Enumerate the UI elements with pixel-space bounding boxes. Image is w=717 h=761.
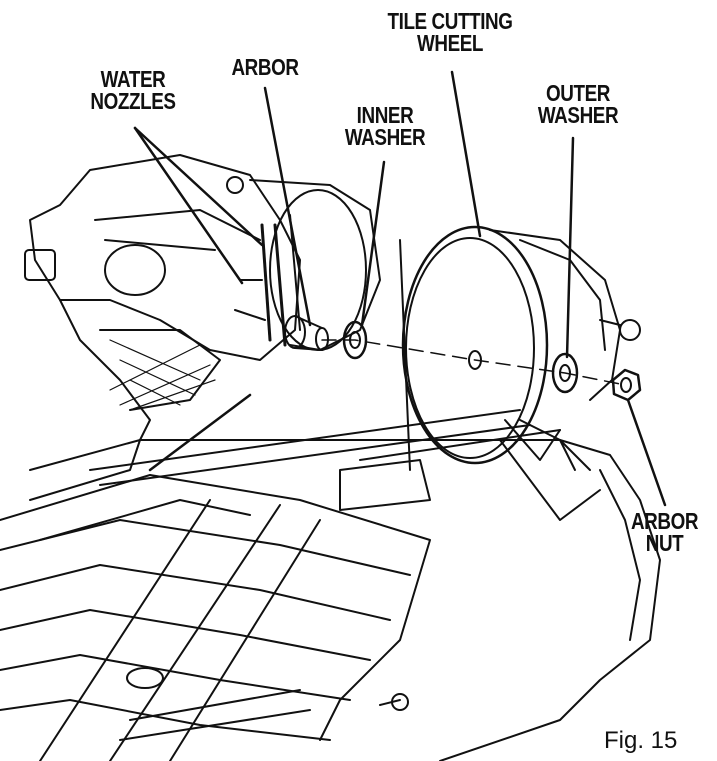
tile-cutting-wheel-part: [399, 225, 549, 471]
arbor-nut-part: [611, 368, 642, 402]
label-tile-cutting-wheel: TILE CUTTING WHEEL: [387, 8, 513, 56]
slide-rails: [89, 393, 591, 486]
label-water-nozzles: WATER NOZZLES: [90, 66, 176, 114]
leader-lines: [133, 70, 667, 507]
outer-washer-part: [551, 352, 579, 394]
leader-inner-washer: [360, 160, 386, 327]
leader-water-nozzles-2: [133, 126, 244, 285]
label-inner-washer: INNER WASHER: [344, 102, 426, 150]
leader-arbor: [263, 86, 312, 327]
figure-caption: Fig. 15: [604, 727, 678, 754]
leader-outer-washer: [565, 136, 575, 359]
outer-guard: [339, 229, 641, 521]
label-outer-washer: OUTER WASHER: [537, 80, 619, 128]
leader-arbor-nut: [626, 398, 667, 507]
leader-water-nozzles-1: [133, 126, 264, 247]
label-arbor: ARBOR: [231, 54, 299, 80]
arbor-shaft: [284, 315, 329, 351]
leader-tile-cutting-wheel: [450, 70, 482, 238]
motor-housing: [24, 154, 301, 441]
saw-base: [29, 439, 661, 761]
sliding-table: [0, 474, 431, 761]
label-arbor-nut: ARBOR NUT: [630, 508, 699, 556]
assembly-axis: [321, 339, 626, 386]
water-nozzle-assembly: [234, 223, 287, 347]
